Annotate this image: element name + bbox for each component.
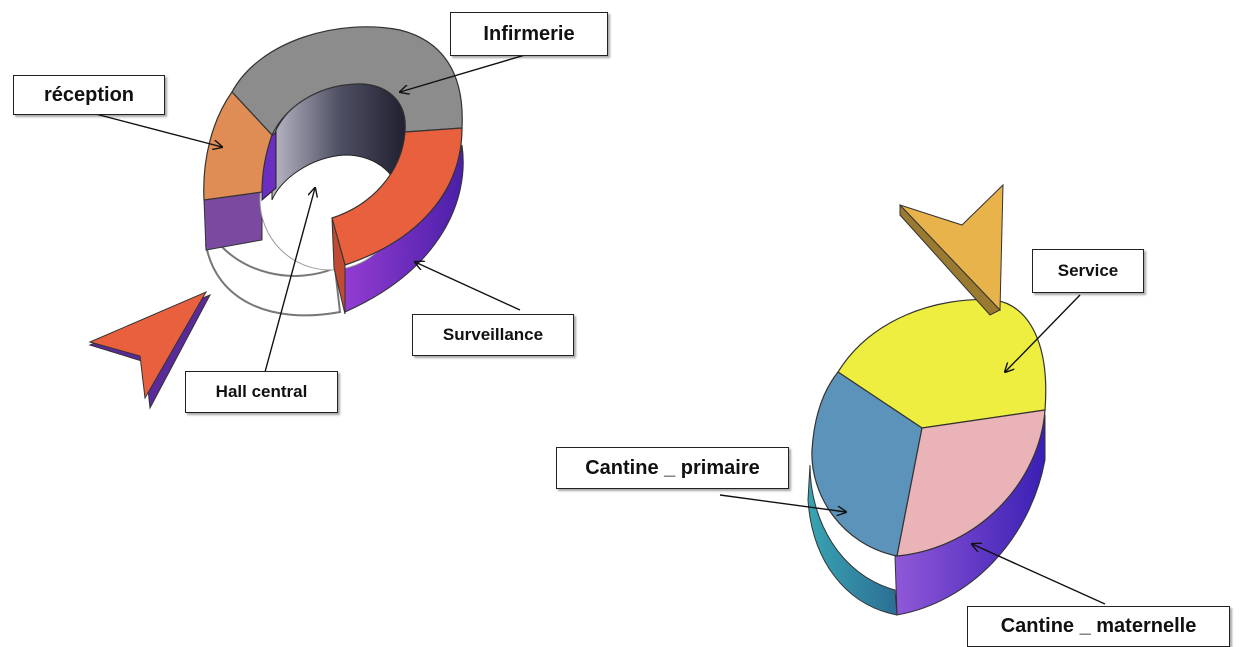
label-surveillance: Surveillance	[412, 314, 574, 356]
ring-endcap-surveillance	[331, 217, 346, 315]
ring-diagram	[203, 26, 464, 317]
ring-outer-side-reception	[203, 191, 263, 251]
ring-top-reception	[203, 91, 273, 201]
label-hall-central: Hall central	[185, 371, 338, 413]
ring-outer-side-white	[204, 233, 342, 317]
label-cantine-maternelle: Cantine _ maternelle	[967, 606, 1230, 647]
pie-top-cantine-maternelle	[896, 409, 1046, 557]
label-service: Service	[1032, 249, 1144, 293]
label-cantine-primaire: Cantine _ primaire	[556, 447, 789, 489]
label-infirmerie: Infirmerie	[450, 12, 608, 56]
top-arrow-shape	[899, 183, 1004, 316]
pie-diagram	[807, 298, 1047, 616]
left-arrow-shape	[88, 290, 212, 410]
leader-lines	[87, 54, 1106, 605]
ring-top-infirmerie	[231, 26, 463, 137]
label-reception: réception	[13, 75, 165, 115]
ring-top-surveillance	[331, 127, 463, 266]
pie-side-cantine-primaire	[807, 464, 898, 616]
